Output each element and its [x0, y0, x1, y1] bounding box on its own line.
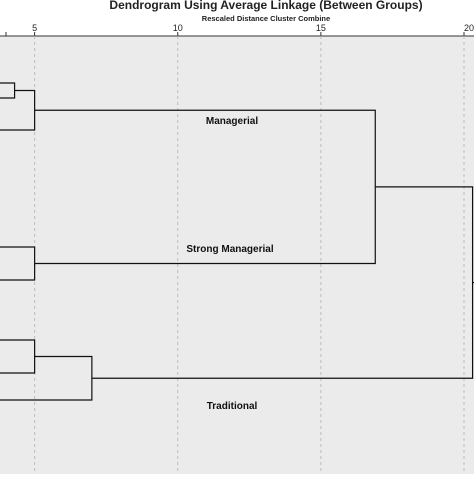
x-axis: 5 10 15 20 — [0, 23, 474, 37]
cluster-label: Managerial — [206, 116, 258, 127]
chart-subtitle: Rescaled Distance Cluster Combine — [202, 14, 330, 23]
cluster-label: Strong Managerial — [186, 244, 273, 255]
x-tick-label: 15 — [316, 23, 326, 33]
cluster-label: Traditional — [207, 401, 258, 412]
x-tick-label: 20 — [464, 23, 474, 33]
chart-title: Dendrogram Using Average Linkage (Betwee… — [109, 0, 422, 12]
plot-background — [0, 36, 474, 474]
x-tick-label: 5 — [32, 23, 37, 33]
dendrogram-links — [0, 82, 474, 401]
dendrogram-link — [91, 186, 474, 379]
x-tick-label: 10 — [173, 23, 183, 33]
